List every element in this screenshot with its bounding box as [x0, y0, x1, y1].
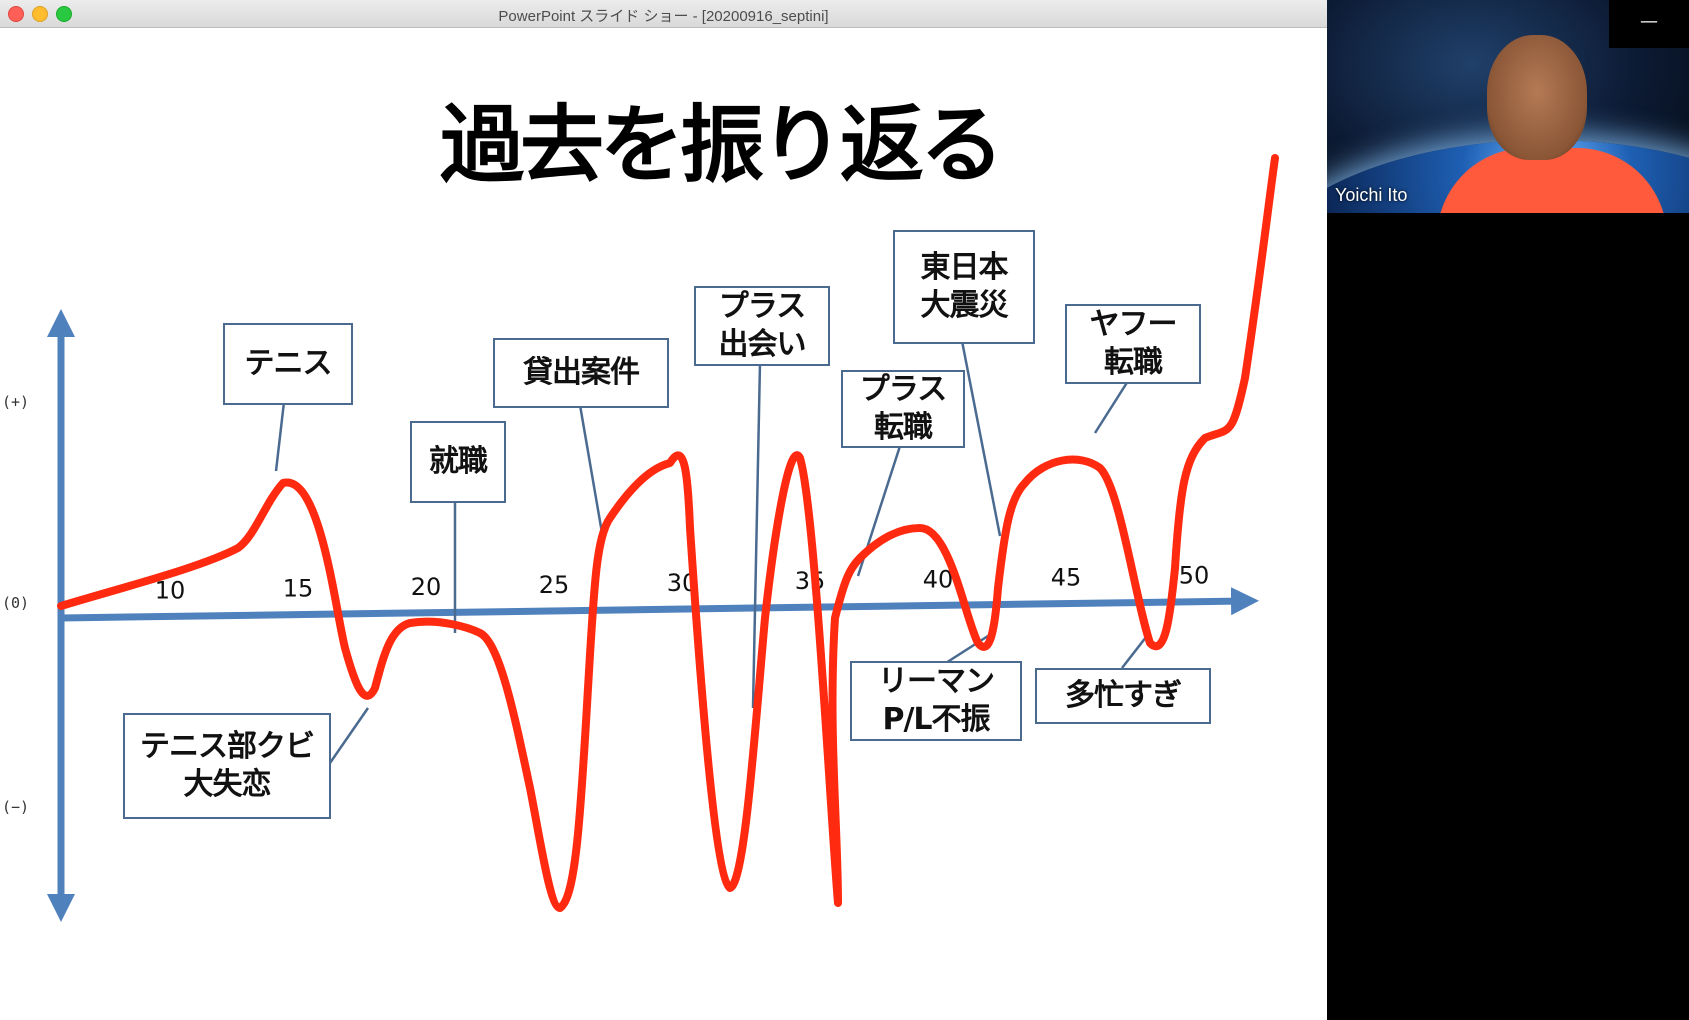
x-tick-label-25: 25	[539, 571, 570, 599]
level-label-plus: (+)	[2, 393, 30, 411]
zoom-window-button[interactable]	[56, 6, 72, 22]
minimize-video-button[interactable]: —	[1609, 0, 1689, 48]
x-tick-label-45: 45	[1051, 564, 1082, 592]
leader-kashidashi	[578, 404, 604, 534]
annotation-tennis-cut: テニス部クビ 大失恋	[123, 713, 331, 819]
participant-name: Yoichi Ito	[1335, 185, 1408, 205]
annotation-tennis: テニス	[223, 323, 353, 405]
participant-video-tile[interactable]: Yoichi Ito —	[1327, 0, 1689, 213]
x-tick-label-15: 15	[283, 575, 314, 603]
annotation-yahoo: ヤフー 転職	[1065, 304, 1201, 384]
leader-shinsai	[960, 340, 1002, 537]
annotation-busy: 多忙すぎ	[1035, 668, 1211, 724]
annotation-shinsai: 東日本 大震災	[893, 230, 1035, 344]
x-axis	[60, 587, 1259, 622]
x-tick-label-50: 50	[1179, 562, 1210, 590]
close-window-button[interactable]	[8, 6, 24, 22]
slide-title: 過去を振り返る	[439, 96, 1004, 194]
leader-tennis-cut	[328, 707, 370, 764]
annotation-plus-deai: プラス 出会い	[694, 286, 830, 366]
minimize-window-button[interactable]	[32, 6, 48, 22]
annotation-shushoku: 就職	[410, 421, 506, 503]
window-title: PowerPoint スライド ショー - [20200916_septini]	[498, 8, 829, 25]
leader-plus-deai	[751, 362, 762, 709]
annotation-plus-tenshoku: プラス 転職	[841, 370, 965, 448]
leader-tennis	[274, 401, 286, 472]
life-curve-line	[57, 154, 1279, 912]
annotation-kashidashi: 貸出案件	[493, 338, 669, 408]
x-tick-label-20: 20	[411, 573, 442, 601]
leader-yahoo	[1093, 380, 1130, 434]
level-label-minus: (−)	[2, 798, 30, 816]
level-label-zero: (0)	[2, 594, 30, 612]
participant-face	[1487, 35, 1587, 160]
x-tick-label-35: 35	[795, 567, 826, 595]
slideshow-window: PowerPoint スライド ショー - [20200916_septini]…	[0, 0, 1327, 1020]
window-titlebar[interactable]: PowerPoint スライド ショー - [20200916_septini]	[0, 0, 1327, 28]
annotation-lehman: リーマン P/L不振	[850, 661, 1022, 741]
x-tick-label-40: 40	[923, 565, 954, 593]
